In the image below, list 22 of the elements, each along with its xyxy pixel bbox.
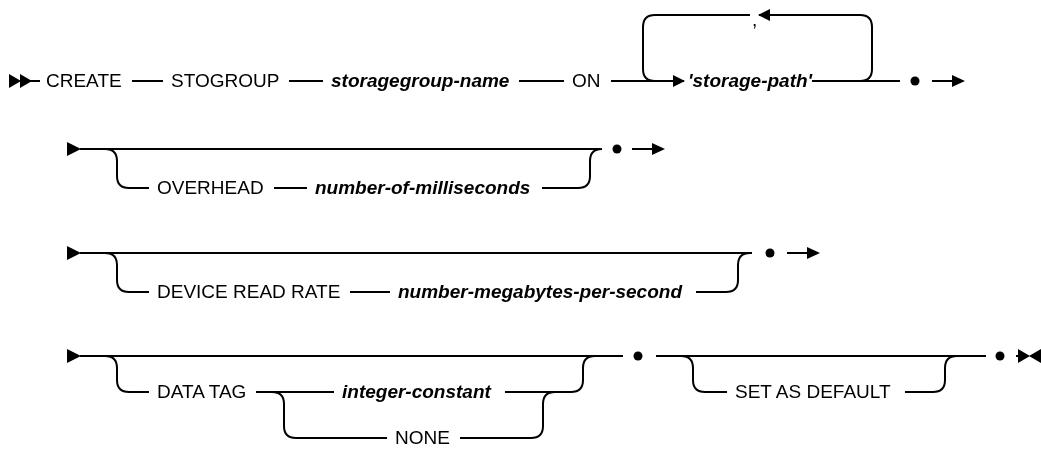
connector-line	[518, 80, 565, 82]
syntax-variable: integer-constant	[342, 380, 491, 404]
connector-line	[758, 9, 873, 82]
syntax-variable: number-of-milliseconds	[315, 176, 531, 200]
connector-line	[255, 391, 388, 439]
syntax-keyword: SET AS DEFAULT	[735, 380, 891, 404]
syntax-keyword: NONE	[395, 426, 450, 450]
syntax-variable: number-megabytes-per-second	[398, 280, 682, 304]
syntax-keyword: CREATE	[46, 69, 122, 93]
connector-line	[642, 14, 751, 87]
connector-line	[131, 80, 164, 82]
connector-line	[288, 80, 324, 82]
syntax-keyword: ,	[752, 8, 758, 32]
connector-line	[349, 291, 391, 293]
syntax-keyword: DATA TAG	[157, 380, 247, 404]
connector-line	[273, 187, 308, 189]
syntax-keyword: OVERHEAD	[157, 176, 264, 200]
syntax-keyword: DEVICE READ RATE	[157, 280, 341, 304]
syntax-keyword: STOGROUP	[171, 69, 280, 93]
syntax-variable: storagegroup-name	[331, 69, 510, 93]
syntax-keyword: ON	[572, 69, 601, 93]
syntax-variable: 'storage-path'	[688, 69, 813, 93]
